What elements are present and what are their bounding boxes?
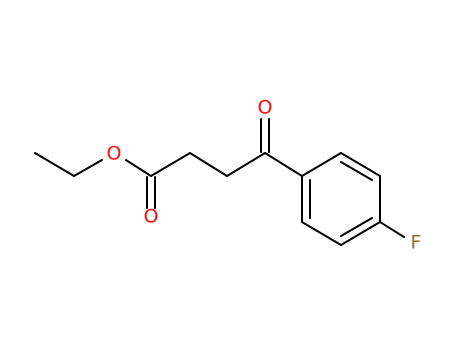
bond-ch3-ch2 (34, 152, 75, 177)
fluorine-atom: F (411, 232, 422, 254)
bond-ch2-ch2 (189, 152, 228, 177)
bond-ch2-o (73, 159, 103, 177)
oxygen-ester-carbonyl: O (144, 206, 159, 228)
bond-ch2-ketone-carbon (226, 152, 266, 177)
bond-ring-fluorine (379, 221, 405, 238)
ring-inner-bond-2 (340, 217, 373, 237)
oxygen-ester: O (107, 143, 122, 165)
ring-bond-5 (301, 221, 342, 246)
ring-bond-1 (301, 152, 342, 177)
bond-ester-carbon-ch2 (150, 152, 191, 177)
bond-ketone-aryl (264, 152, 303, 177)
bond-o-ester-carbon (125, 159, 152, 177)
oxygen-ketone: O (258, 97, 273, 119)
ring-bond-2 (340, 152, 381, 177)
ring-inner-bond-1 (340, 161, 373, 181)
ring-bond-4 (340, 221, 381, 246)
